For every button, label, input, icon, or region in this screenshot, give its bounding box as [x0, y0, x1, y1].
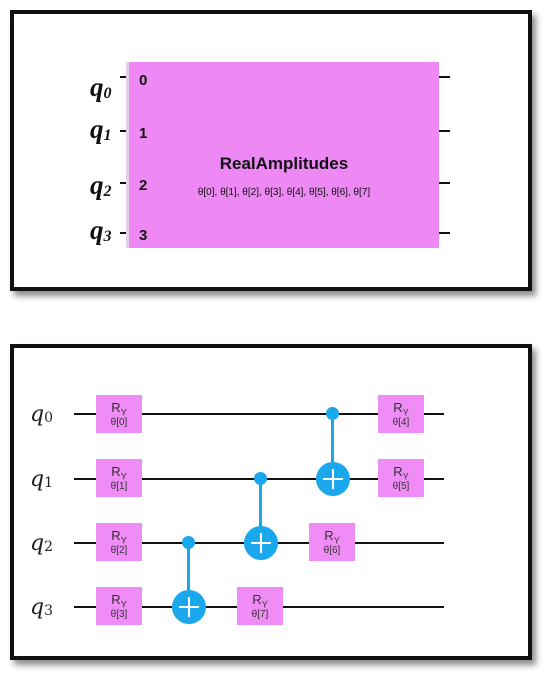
- qubit-label-q1: q1: [30, 467, 54, 492]
- qubit-label-q3: q3: [30, 595, 54, 620]
- block-parameters: θ[0], θ[1], θ[2], θ[3], θ[4], θ[5], θ[6]…: [197, 187, 371, 198]
- cnot-target-q2: [244, 526, 278, 560]
- qubit-label-q0: q0: [30, 402, 54, 427]
- cnot-line-q0-q1: [331, 413, 334, 478]
- realamplitudes-block-panel: q0 q1 q2 q3 0 1 2 3 RealAmplitudes θ[0],…: [10, 10, 532, 291]
- block-index-2: 2: [139, 177, 148, 194]
- cnot-line-q2-q3: [187, 542, 190, 606]
- cnot-control-q0: [326, 407, 339, 420]
- ry-gate-q3: RY θ[3]: [96, 587, 142, 625]
- wire-stub-out-q0: [438, 76, 450, 78]
- block-index-1: 1: [139, 125, 148, 142]
- realamplitudes-block: 0 1 2 3 RealAmplitudes θ[0], θ[1], θ[2],…: [126, 62, 439, 248]
- ry-gate-q0-theta4: RY θ[4]: [378, 395, 424, 433]
- wire-stub-q1: [120, 130, 130, 132]
- wire-q0: [74, 413, 444, 415]
- qubit-label-q2: q2: [90, 170, 112, 200]
- wire-stub-out-q3: [438, 232, 450, 234]
- cnot-control-q1: [254, 472, 267, 485]
- wire-stub-q0: [120, 76, 130, 78]
- cnot-line-q1-q2: [259, 478, 262, 542]
- cnot-control-q2: [182, 536, 195, 549]
- wire-stub-q3: [120, 232, 130, 234]
- wire-stub-out-q2: [438, 182, 450, 184]
- ry-gate-q2-theta6: RY θ[6]: [309, 523, 355, 561]
- cnot-target-q3: [172, 590, 206, 624]
- ry-gate-q0: RY θ[0]: [96, 395, 142, 433]
- block-index-0: 0: [139, 72, 148, 89]
- ry-gate-q1-theta5: RY θ[5]: [378, 459, 424, 497]
- wire-stub-out-q1: [438, 130, 450, 132]
- qubit-label-q3: q3: [90, 215, 112, 245]
- ry-gate-q2: RY θ[2]: [96, 523, 142, 561]
- qubit-label-q0: q0: [90, 72, 112, 102]
- ry-gate-q1: RY θ[1]: [96, 459, 142, 497]
- block-index-3: 3: [139, 227, 148, 244]
- qubit-label-q2: q2: [30, 531, 54, 556]
- block-title: RealAmplitudes: [219, 154, 349, 173]
- wire-stub-q2: [120, 182, 130, 184]
- qubit-label-q1: q1: [90, 114, 112, 144]
- cnot-target-q1: [316, 462, 350, 496]
- decomposed-circuit-panel: q0 q1 q2 q3 RY θ[0] RY θ[1] RY θ[2] RY θ…: [10, 344, 532, 660]
- ry-gate-q3-theta7: RY θ[7]: [237, 587, 283, 625]
